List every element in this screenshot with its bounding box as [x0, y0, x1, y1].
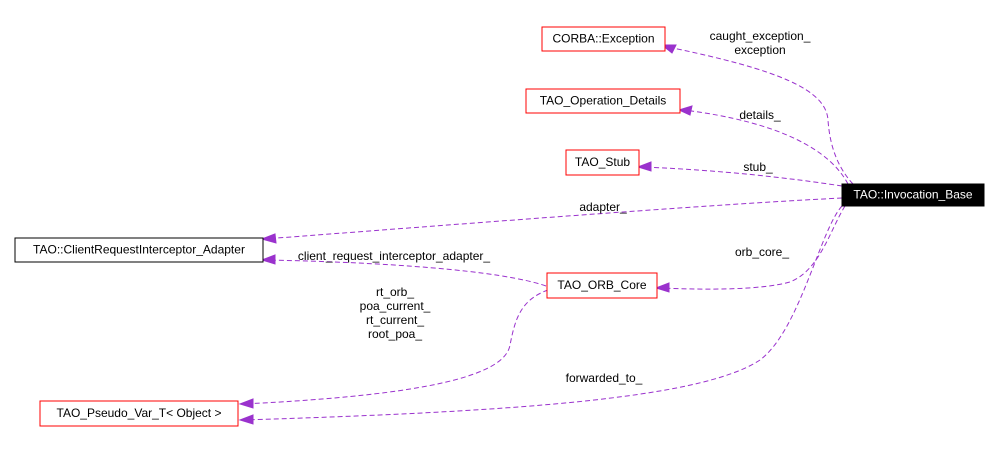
- edge-caught-exception: caught_exception_ exception: [660, 29, 854, 185]
- edge-stub: stub_: [636, 160, 843, 187]
- edge-label-client-request-interceptor-adapter: client_request_interceptor_adapter_: [298, 249, 490, 263]
- node-operation-details[interactable]: TAO_Operation_Details: [525, 88, 681, 114]
- edge-orb-core-to-pseudo-var: rt_orb_ poa_current_ rt_current_ root_po…: [238, 285, 549, 409]
- edge-client-request-interceptor-adapter: client_request_interceptor_adapter_: [260, 249, 547, 287]
- node-label-operation-details: TAO_Operation_Details: [540, 94, 667, 108]
- node-label-invocation-base: TAO::Invocation_Base: [853, 188, 973, 202]
- edge-label-stub: stub_: [743, 160, 773, 174]
- edge-label-caught-exception: caught_exception_: [710, 29, 811, 43]
- node-pseudo-var[interactable]: TAO_Pseudo_Var_T< Object >: [39, 400, 239, 427]
- edge-label-root-poa: root_poa_: [368, 327, 422, 341]
- node-label-corba-exception: CORBA::Exception: [552, 32, 654, 46]
- edge-label-details: details_: [739, 108, 781, 122]
- edge-label-forwarded-to: forwarded_to_: [566, 371, 643, 385]
- node-client-request-interceptor-adapter[interactable]: TAO::ClientRequestInterceptor_Adapter: [14, 237, 264, 263]
- node-orb-core[interactable]: TAO_ORB_Core: [546, 272, 658, 299]
- edge-label-poa-current: poa_current_: [360, 299, 431, 313]
- edge-label-orb-core: orb_core_: [735, 245, 789, 259]
- node-corba-exception[interactable]: CORBA::Exception: [541, 26, 666, 52]
- edge-adapter: adapter_: [260, 197, 843, 244]
- edge-forwarded-to: forwarded_to_: [238, 205, 843, 425]
- node-stub[interactable]: TAO_Stub: [565, 149, 640, 176]
- node-label-orb-core: TAO_ORB_Core: [557, 278, 646, 292]
- node-label-stub: TAO_Stub: [575, 155, 630, 169]
- edge-label-rt-current: rt_current_: [366, 313, 424, 327]
- edge-orb-core: orb_core_: [654, 205, 846, 293]
- node-label-client-request-interceptor-adapter: TAO::ClientRequestInterceptor_Adapter: [33, 243, 245, 257]
- edge-label-rt-orb: rt_orb_: [376, 285, 414, 299]
- node-invocation-base[interactable]: TAO::Invocation_Base: [841, 183, 985, 207]
- edge-label-adapter: adapter_: [579, 200, 627, 214]
- edge-label-exception: exception: [734, 43, 785, 57]
- edge-details: details_: [677, 105, 849, 185]
- node-label-pseudo-var: TAO_Pseudo_Var_T< Object >: [57, 406, 222, 420]
